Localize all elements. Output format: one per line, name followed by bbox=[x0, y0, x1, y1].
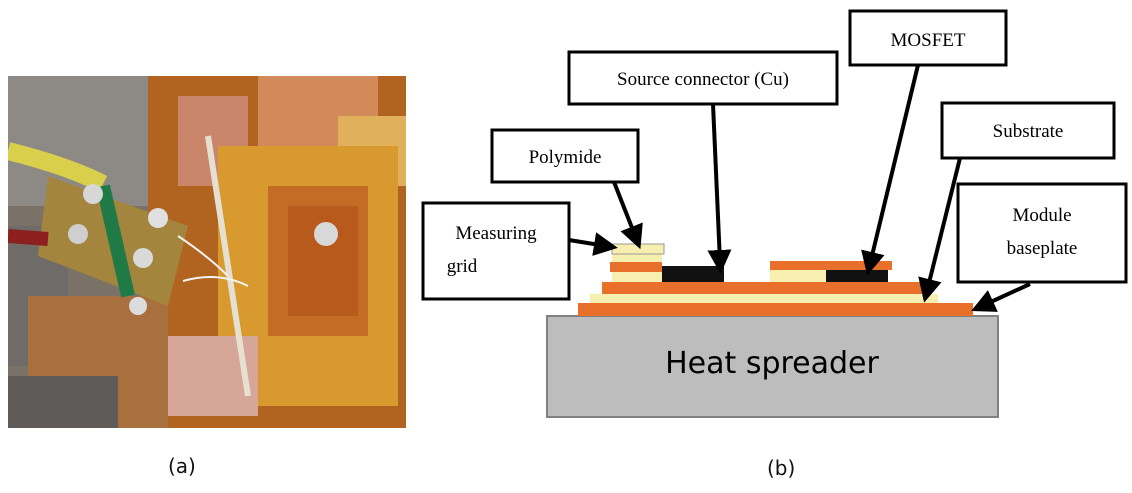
measuring-grid-label-line1: Measuring bbox=[455, 223, 537, 244]
mosfet-callout: MOSFET bbox=[848, 9, 1008, 67]
module-baseplate-callout: Module baseplate bbox=[956, 182, 1128, 284]
left-cream-layer bbox=[612, 272, 662, 282]
left-orange-layer bbox=[610, 262, 662, 272]
substrate-arrow bbox=[918, 157, 962, 303]
callout-arrows bbox=[568, 64, 1031, 312]
panel-a-caption: (a) bbox=[168, 454, 196, 478]
mosfet-label: MOSFET bbox=[891, 30, 966, 51]
right-cream-layer bbox=[770, 270, 826, 282]
polymide-label: Polymide bbox=[529, 147, 602, 168]
measuring-grid-label-line2: grid bbox=[447, 256, 478, 277]
polymide-layer bbox=[611, 243, 665, 255]
heat-spreader-label: Heat spreader bbox=[665, 346, 879, 381]
panel-b-caption: (b) bbox=[767, 456, 796, 480]
substrate-cream-layer bbox=[590, 294, 938, 303]
measuring-grid-arrow bbox=[568, 232, 618, 256]
source-connector-label: Source connector (Cu) bbox=[617, 69, 789, 90]
measuring-grid-callout: Measuring grid bbox=[421, 201, 571, 301]
module-baseplate-layer bbox=[578, 303, 973, 316]
polymide-callout: Polymide bbox=[490, 128, 640, 184]
module-baseplate-label-line1: Module bbox=[1012, 205, 1071, 226]
mosfet-arrow bbox=[861, 64, 920, 276]
module-baseplate-label-line2: baseplate bbox=[1007, 238, 1078, 259]
source-connector-callout: Source connector (Cu) bbox=[567, 50, 839, 106]
polymide-arrow bbox=[612, 181, 643, 250]
heat-spreader-block bbox=[546, 315, 999, 418]
module-baseplate-arrow bbox=[971, 282, 1031, 312]
substrate-orange-layer bbox=[602, 282, 924, 294]
module-photo bbox=[8, 76, 406, 428]
right-orange-layer bbox=[770, 261, 892, 270]
substrate-label: Substrate bbox=[993, 121, 1064, 142]
source-connector-die bbox=[662, 266, 724, 282]
left-cream-layer-2 bbox=[612, 254, 662, 262]
source-connector-arrow bbox=[707, 103, 732, 274]
substrate-callout: Substrate bbox=[940, 101, 1116, 160]
